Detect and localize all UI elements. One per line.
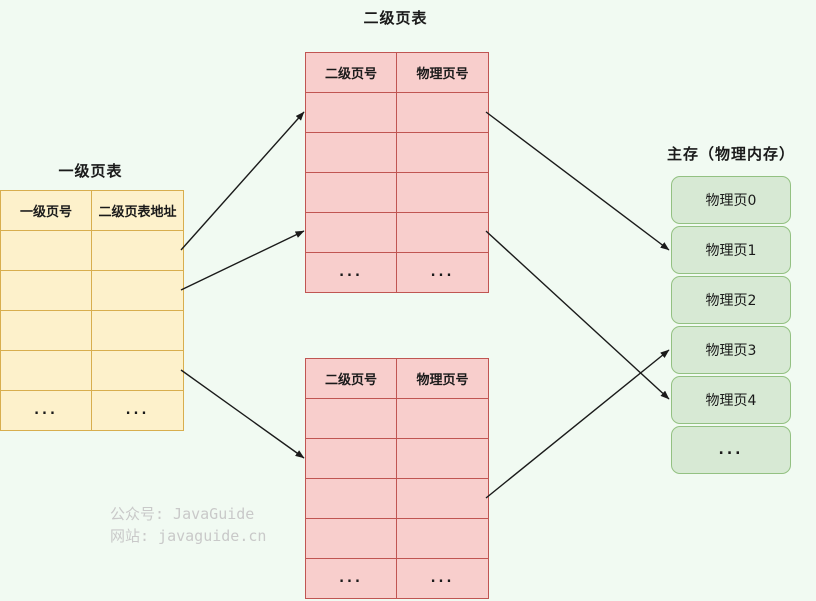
watermark-line: 公众号: JavaGuide <box>110 505 255 523</box>
ellipsis-cell: ... <box>396 558 489 599</box>
table-cell <box>305 398 397 439</box>
arrow-primary-r4-to-secondary2-r2 <box>180 369 305 459</box>
ellipsis-cell: ... <box>0 390 92 431</box>
table-cell <box>91 230 184 271</box>
ellipsis-cell: ... <box>396 252 489 293</box>
table-cell <box>0 230 92 271</box>
title-primary-page-table: 一级页表 <box>58 162 123 180</box>
column-header: 一级页号 <box>0 190 92 231</box>
table-header-row: 二级页号 物理页号 <box>305 52 489 93</box>
table-row <box>0 270 184 311</box>
table-cell <box>396 92 489 133</box>
table-row <box>305 478 489 519</box>
column-header: 物理页号 <box>396 52 489 93</box>
watermark: 公众号: JavaGuide 网站: javaguide.cn <box>110 503 266 547</box>
physical-page-2: 物理页2 <box>671 276 791 324</box>
physical-page-ellipsis: ... <box>671 426 791 474</box>
table-cell <box>305 518 397 559</box>
physical-page-label: 物理页1 <box>705 243 757 259</box>
physical-page-3: 物理页3 <box>671 326 791 374</box>
table-row: ... ... <box>0 390 184 431</box>
table-row <box>305 172 489 213</box>
table-cell <box>305 212 397 253</box>
table-header-row: 二级页号 物理页号 <box>305 358 489 399</box>
arrow-primary-r2-to-secondary1-r4 <box>180 230 305 291</box>
secondary-page-table-2: 二级页号 物理页号 ... ... <box>305 358 489 599</box>
physical-page-4: 物理页4 <box>671 376 791 424</box>
table-row: ... ... <box>305 252 489 293</box>
table-cell <box>396 478 489 519</box>
table-row: ... ... <box>305 558 489 599</box>
physical-page-label: 物理页4 <box>705 393 757 409</box>
table-row <box>0 230 184 271</box>
table-cell <box>396 438 489 479</box>
title-main-memory: 主存（物理内存） <box>666 145 795 163</box>
table-cell <box>305 438 397 479</box>
ellipsis-cell: ... <box>305 558 397 599</box>
table-row <box>305 212 489 253</box>
table-cell <box>396 518 489 559</box>
table-row <box>305 518 489 559</box>
table-header-row: 一级页号 二级页表地址 <box>0 190 184 231</box>
physical-page-label: 物理页0 <box>705 193 757 209</box>
table-row <box>305 398 489 439</box>
title-secondary-page-table: 二级页表 <box>363 9 428 27</box>
column-header: 二级页号 <box>305 52 397 93</box>
column-header: 物理页号 <box>396 358 489 399</box>
table-cell <box>0 270 92 311</box>
table-cell <box>91 270 184 311</box>
table-cell <box>0 350 92 391</box>
physical-page-label: 物理页3 <box>705 343 757 359</box>
table-cell <box>305 92 397 133</box>
table-row <box>0 310 184 351</box>
watermark-line: 网站: javaguide.cn <box>110 527 267 545</box>
table-cell <box>396 172 489 213</box>
table-row <box>305 132 489 173</box>
table-cell <box>396 212 489 253</box>
ellipsis-label: ... <box>718 442 744 458</box>
table-row <box>0 350 184 391</box>
table-cell <box>396 132 489 173</box>
column-header: 二级页表地址 <box>91 190 184 231</box>
table-row <box>305 92 489 133</box>
physical-page-1: 物理页1 <box>671 226 791 274</box>
physical-page-0: 物理页0 <box>671 176 791 224</box>
column-header: 二级页号 <box>305 358 397 399</box>
arrow-primary-r1-to-secondary1-r1 <box>180 111 305 251</box>
table-cell <box>305 172 397 213</box>
table-cell <box>396 398 489 439</box>
physical-page-label: 物理页2 <box>705 293 757 309</box>
table-cell <box>91 350 184 391</box>
primary-page-table: 一级页号 二级页表地址 ... ... <box>0 190 184 431</box>
ellipsis-cell: ... <box>305 252 397 293</box>
table-cell <box>0 310 92 351</box>
secondary-page-table-1: 二级页号 物理页号 ... ... <box>305 52 489 293</box>
ellipsis-cell: ... <box>91 390 184 431</box>
table-cell <box>91 310 184 351</box>
table-row <box>305 438 489 479</box>
table-cell <box>305 132 397 173</box>
arrow-secondary2-r3-to-page3 <box>485 349 670 499</box>
main-memory-stack: 物理页0 物理页1 物理页2 物理页3 物理页4 ... <box>671 176 791 476</box>
arrow-secondary1-r4-to-page4 <box>485 230 670 400</box>
arrow-secondary1-r1-to-page1 <box>485 111 670 251</box>
table-cell <box>305 478 397 519</box>
